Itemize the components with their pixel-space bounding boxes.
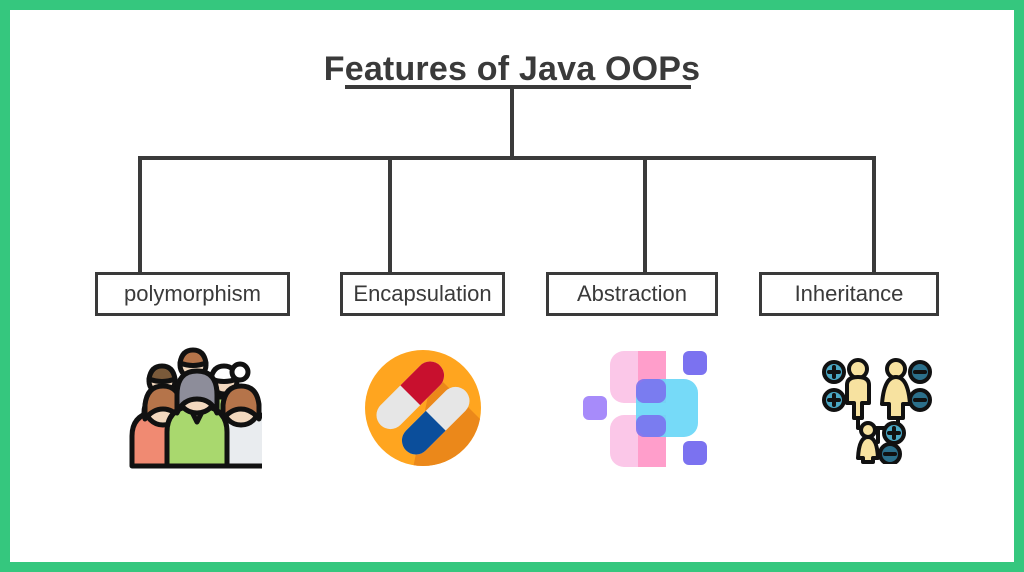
node-label: Encapsulation: [353, 281, 492, 306]
connector-branch-2: [388, 156, 392, 272]
connector-branch-3: [643, 156, 647, 272]
node-box-encapsulation[interactable]: Encapsulation: [340, 272, 505, 316]
node-box-polymorphism[interactable]: polymorphism: [95, 272, 290, 316]
node-label: Abstraction: [576, 281, 688, 306]
connector-branch-4: [872, 156, 876, 272]
capsule-pills-icon: [353, 340, 493, 475]
node-label: polymorphism: [124, 281, 261, 306]
family-genetics-icon: [809, 340, 949, 475]
connector-horizontal-bus: [138, 156, 876, 160]
title-underline: [345, 85, 691, 89]
page-title: Features of Java OOPs: [10, 48, 1014, 90]
connector-branch-1: [138, 156, 142, 272]
connector-root-stem: [510, 87, 514, 160]
node-box-inheritance[interactable]: Inheritance: [759, 272, 939, 316]
diagram-stage: Features of Java OOPs polymorphism Encap…: [10, 10, 1014, 562]
node-label: Inheritance: [794, 281, 904, 306]
page-title-text: Features of Java OOPs: [323, 50, 701, 88]
node-box-abstraction[interactable]: Abstraction: [546, 272, 718, 316]
abstract-squares-icon: [575, 340, 715, 475]
group-of-people-icon: [122, 340, 262, 475]
